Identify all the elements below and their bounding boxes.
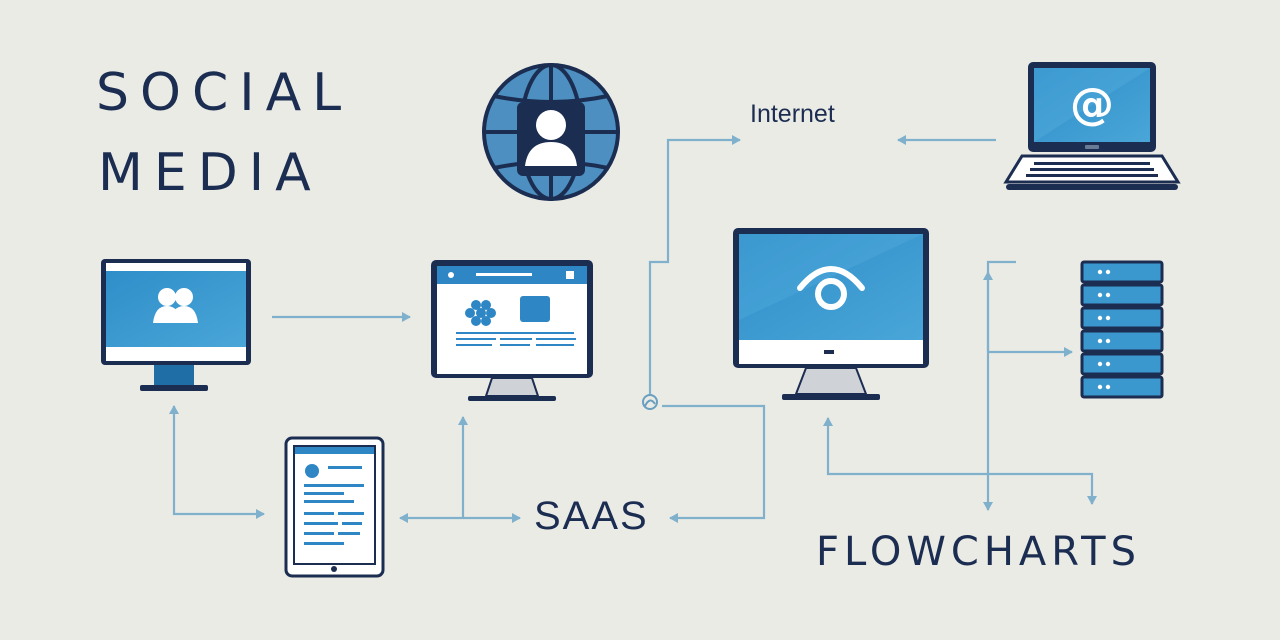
connector-up-to-internet [648,135,741,394]
connectors [169,135,1097,523]
connector-monitor1-tablet [169,405,265,519]
monitor-webpage-icon [431,260,593,401]
tablet-icon [284,436,385,578]
laptop-at-icon: @ [1003,62,1181,190]
connector-node-icon [642,394,658,410]
connector-server-bus [983,260,1016,511]
title-line-1: SOCIAL [96,63,353,123]
globe-user-icon [482,63,620,201]
saas-label: SAAS [534,494,649,538]
connector-eye-to-saas [662,404,766,523]
connector-eye-to-flowcharts [823,417,1097,505]
title-line-2: MEDIA [98,143,322,203]
server-rack-icon [1080,260,1164,399]
at-symbol-icon: @ [1070,79,1114,130]
monitor-users-icon [101,259,251,391]
flowcharts-label: FLOWCHARTS [816,529,1141,575]
monitor-eye-icon [733,228,929,400]
internet-label: Internet [750,100,835,128]
